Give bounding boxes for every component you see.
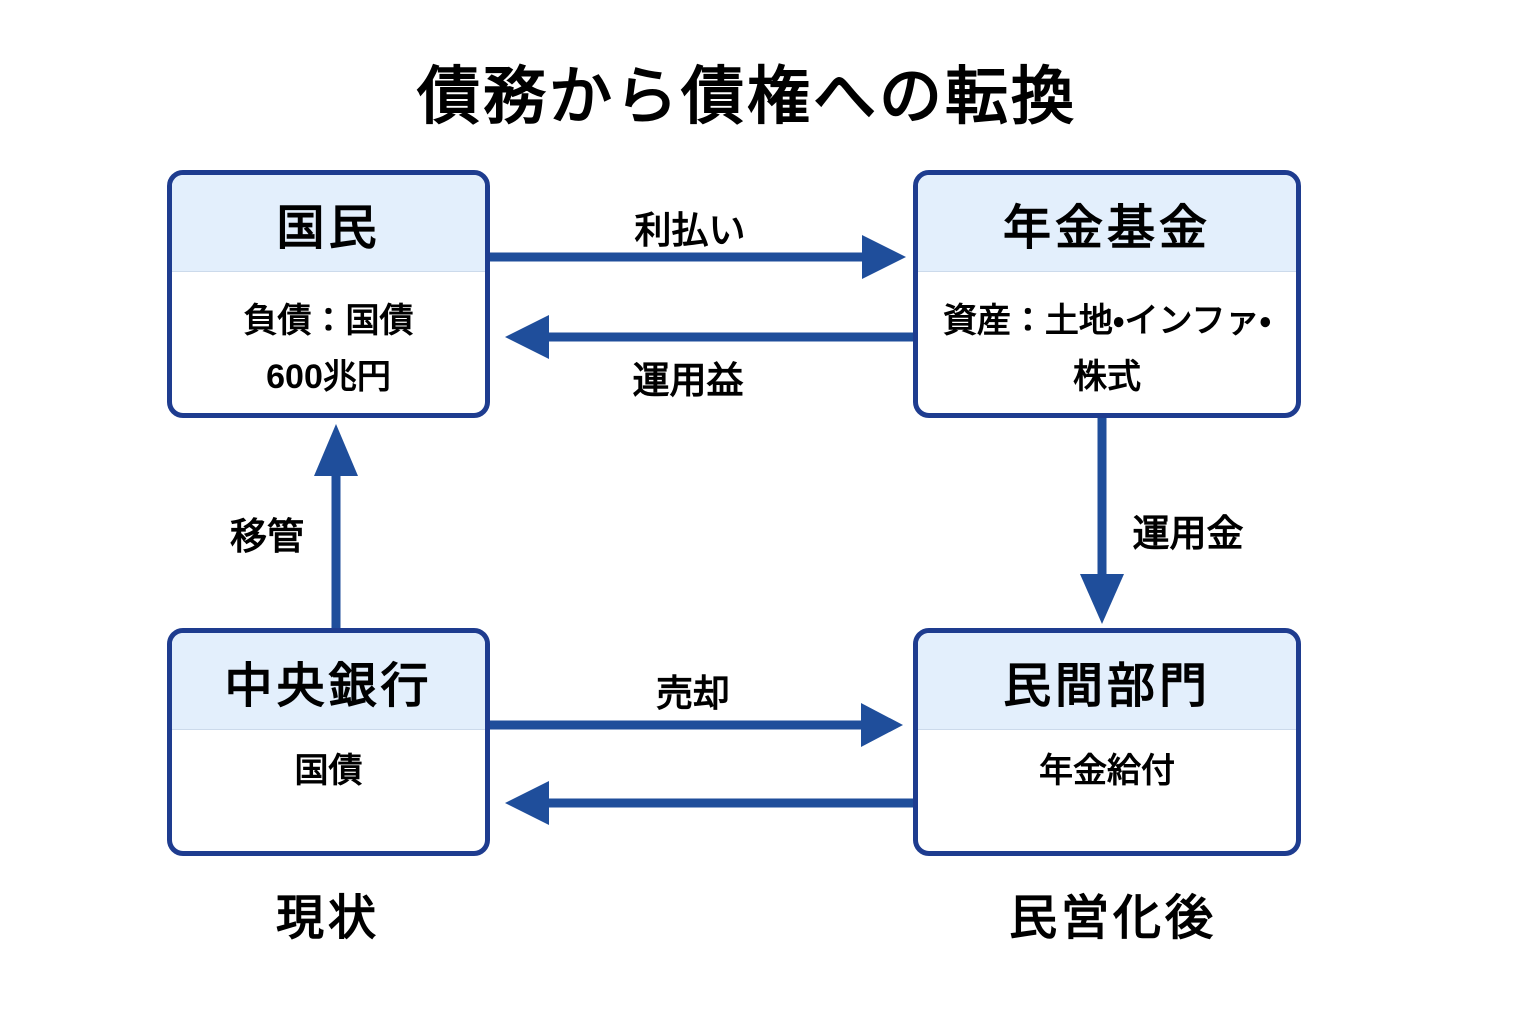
node-central-bank-body: 国債 xyxy=(172,730,485,799)
node-pension-fund-body-line2: 株式 xyxy=(1073,358,1141,396)
arrow-return-flow xyxy=(505,781,913,825)
arrow-investment-funds xyxy=(1080,418,1124,624)
node-central-bank: 中央銀行 国債 xyxy=(167,628,490,856)
node-central-bank-title: 中央銀行 xyxy=(172,633,485,730)
diagram-title: 債務から債権への転換 xyxy=(417,62,1077,132)
node-citizens-body: 負債：国債 600兆円 xyxy=(172,272,485,405)
node-pension-fund-title: 年金基金 xyxy=(918,175,1296,272)
node-citizens-title: 国民 xyxy=(172,175,485,272)
arrow-label-sale: 売却 xyxy=(656,673,730,714)
node-pension-fund-body-line1: 資産：土地・インファ・ xyxy=(942,302,1272,340)
node-citizens-body-line1: 負債：国債 xyxy=(243,302,414,340)
node-citizens: 国民 負債：国債 600兆円 xyxy=(167,170,490,418)
node-private-sector-body: 年金給付 xyxy=(918,730,1296,799)
node-central-bank-body-line1: 国債 xyxy=(294,752,363,790)
caption-after-privatization: 民営化後 xyxy=(1008,892,1218,945)
arrow-sale xyxy=(490,703,903,747)
node-citizens-body-line2: 600兆円 xyxy=(266,358,391,396)
node-private-sector: 民間部門 年金給付 xyxy=(913,628,1301,856)
arrow-investment-returns xyxy=(505,315,913,359)
node-pension-fund-body: 資産：土地・インファ・ 株式 xyxy=(918,272,1296,405)
arrow-label-transfer: 移管 xyxy=(230,516,304,557)
arrow-label-investment-returns: 運用益 xyxy=(632,360,744,401)
node-private-sector-title: 民間部門 xyxy=(918,633,1296,730)
node-private-sector-body-line1: 年金給付 xyxy=(1039,752,1175,790)
arrow-label-interest-payment: 利払い xyxy=(634,210,746,251)
caption-current-state: 現状 xyxy=(275,892,381,945)
node-pension-fund: 年金基金 資産：土地・インファ・ 株式 xyxy=(913,170,1301,418)
arrow-label-investment-funds: 運用金 xyxy=(1132,513,1244,554)
arrow-transfer xyxy=(314,424,358,630)
arrow-interest-payment xyxy=(490,235,906,279)
